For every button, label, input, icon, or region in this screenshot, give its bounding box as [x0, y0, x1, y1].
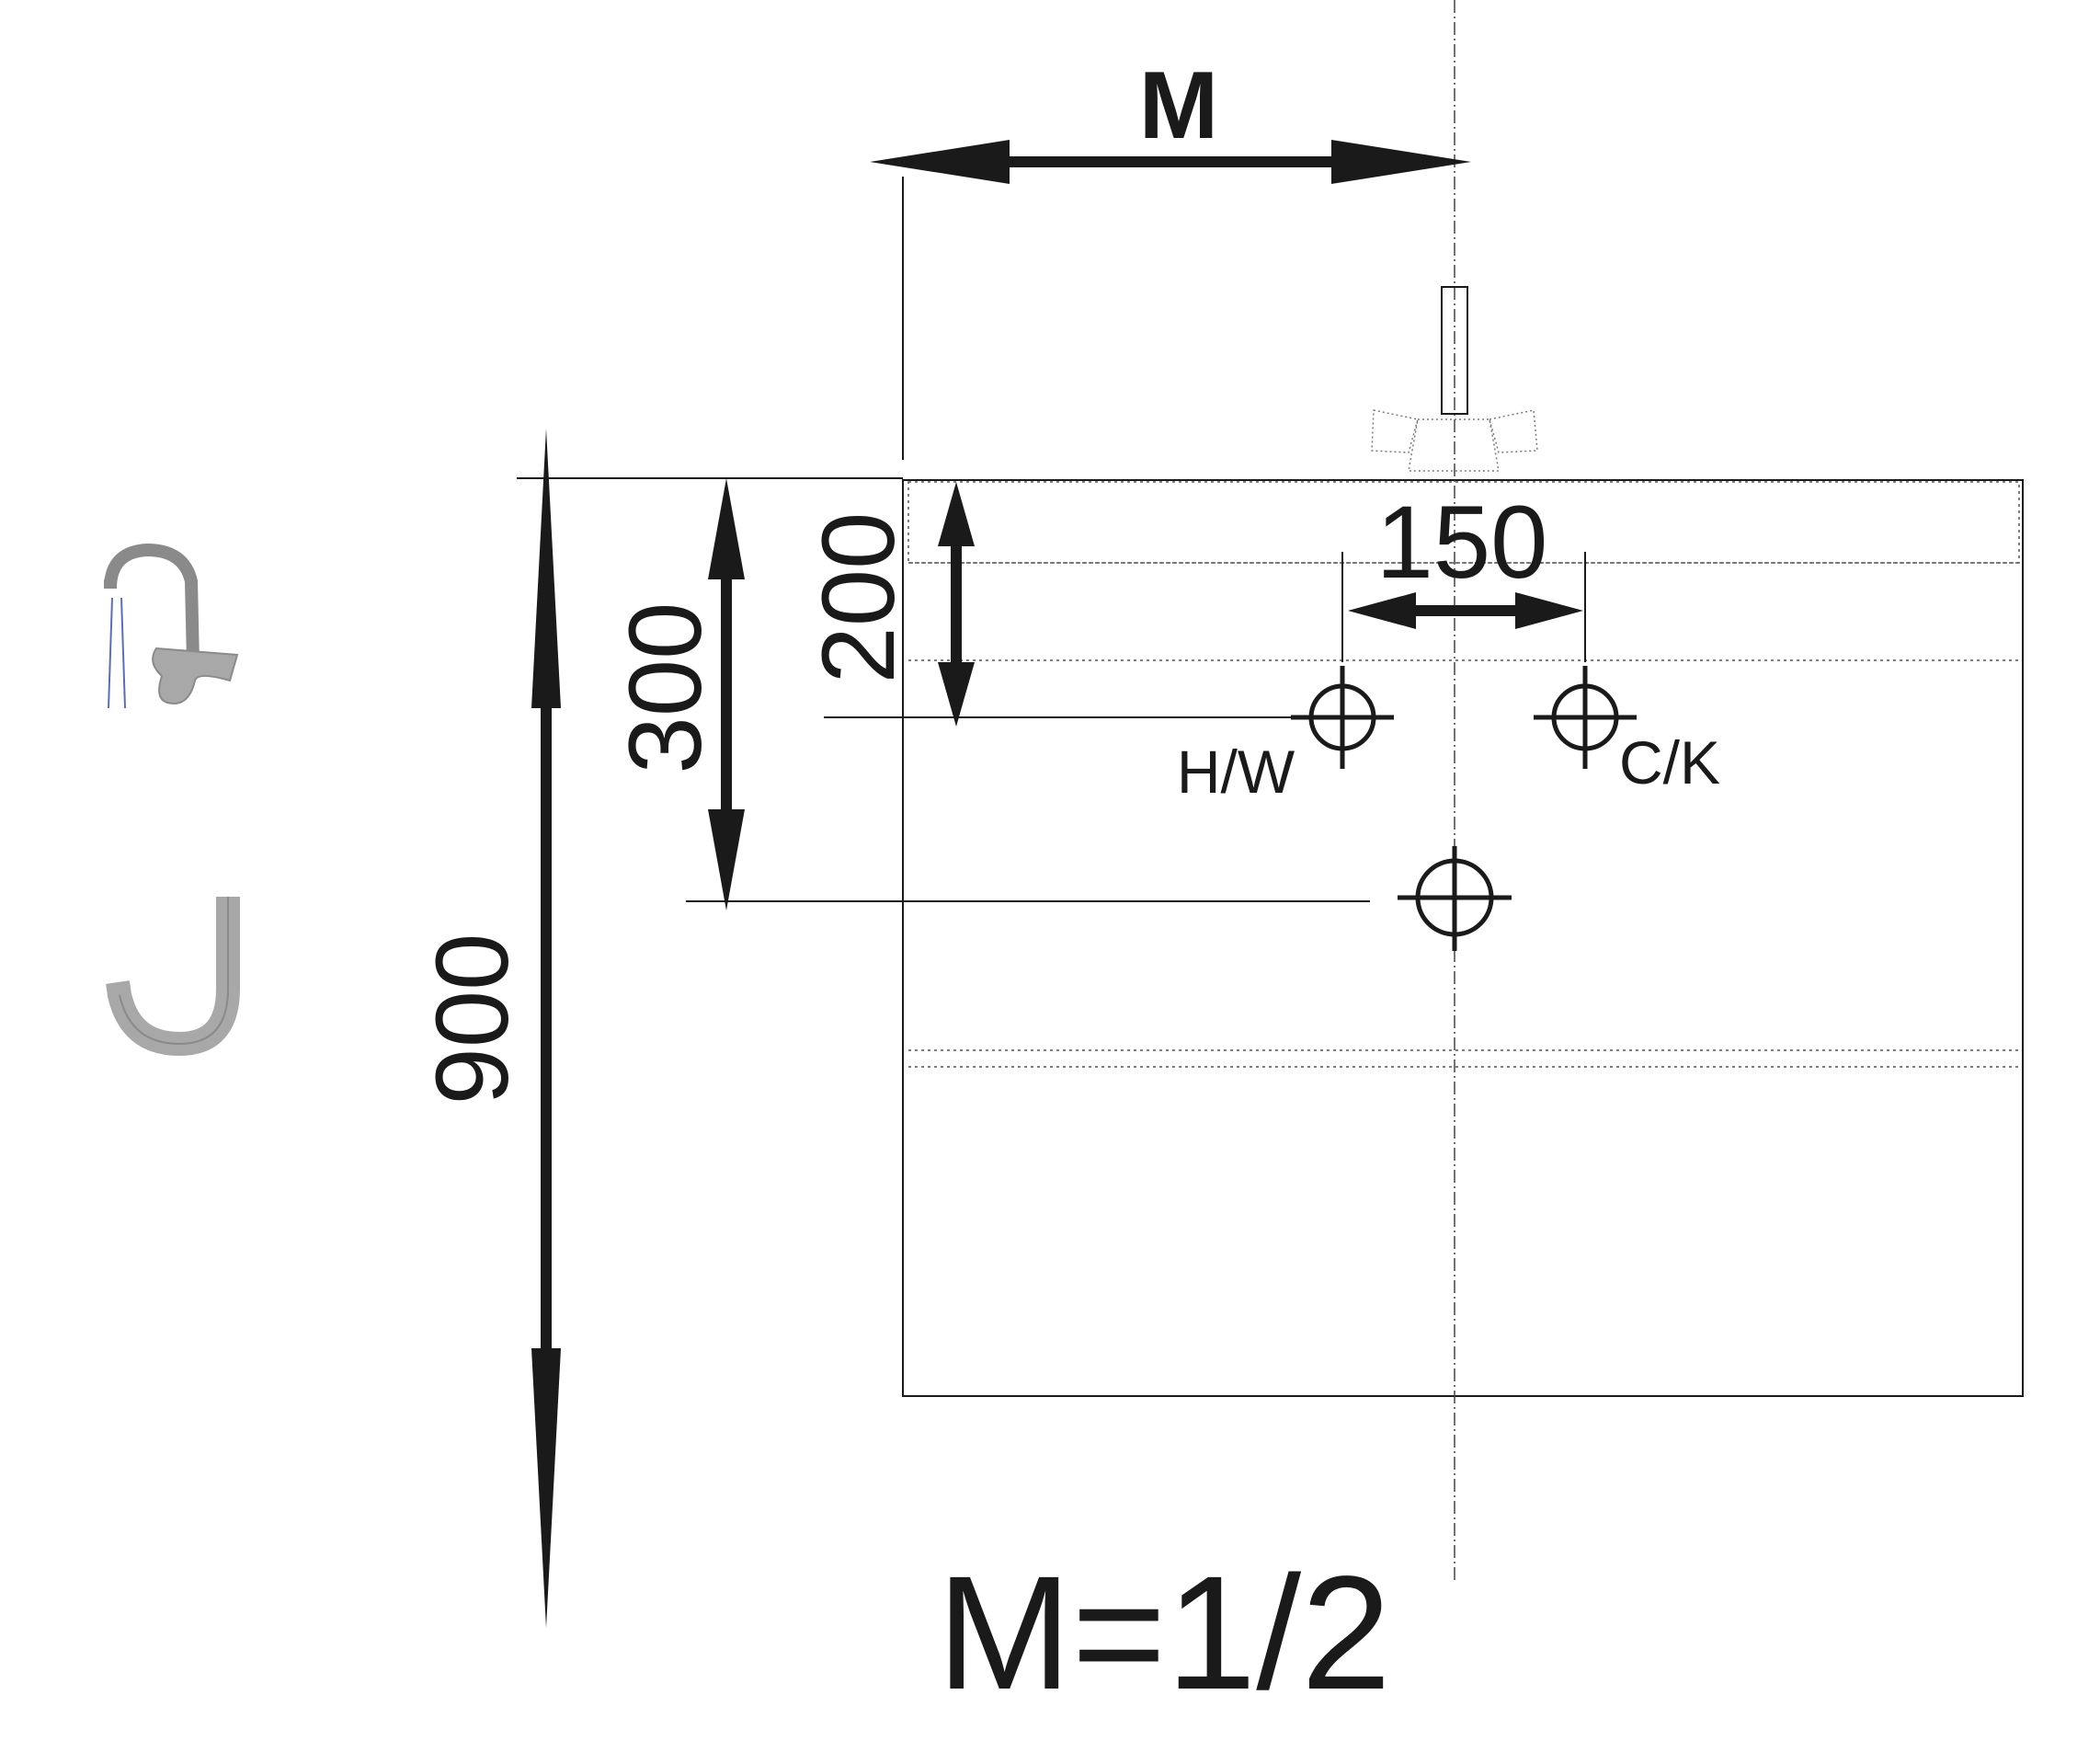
dimension-m-arrow	[870, 140, 1471, 184]
dimension-200-label: 200	[801, 512, 916, 684]
cold-water-outlet-symbol	[1534, 666, 1637, 769]
extension-lines	[517, 177, 1586, 902]
hot-water-label: H/W	[1177, 738, 1295, 806]
scale-note: M=1/2	[937, 1543, 1391, 1723]
dimension-150-label: 150	[1376, 485, 1548, 600]
dimension-900-label: 900	[415, 933, 530, 1105]
dimension-200-arrow	[938, 482, 975, 727]
dimension-300-arrow	[708, 478, 745, 910]
drain-trap-icon	[106, 897, 240, 1057]
dimension-150-arrow	[1348, 592, 1583, 629]
drain-outlet-symbol	[1398, 846, 1512, 951]
sink-outline	[902, 479, 2024, 1397]
faucet-icon	[104, 543, 239, 709]
dimension-m-label: M	[1139, 52, 1219, 159]
cold-water-label: C/K	[1619, 728, 1720, 796]
dimension-300-label: 300	[608, 602, 723, 774]
dimension-900-arrow	[531, 429, 561, 1628]
hot-water-outlet-symbol	[1291, 666, 1394, 769]
